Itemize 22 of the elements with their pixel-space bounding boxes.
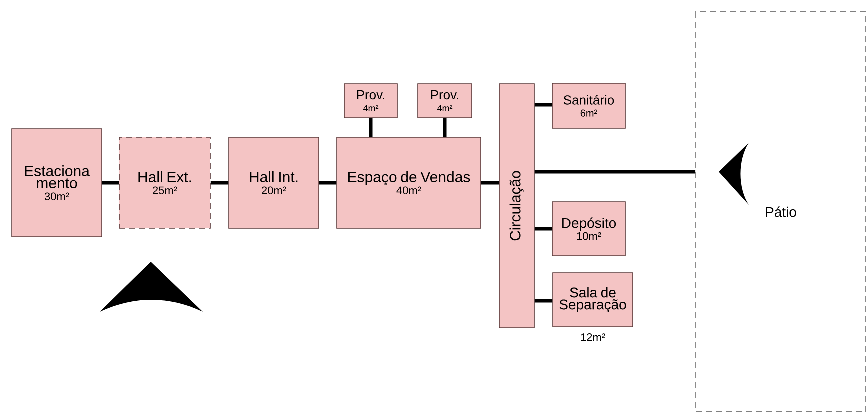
- connector-line: [481, 181, 500, 185]
- room-box: Estaciona mento 30m²: [12, 128, 102, 238]
- room-box: Hall Ext. 25m²: [119, 137, 211, 229]
- connector-line: [534, 299, 553, 303]
- connector-line: [319, 181, 337, 185]
- room-box: Sala de Separação: [552, 272, 634, 328]
- connector-line: [534, 103, 552, 107]
- corridor-band: Circulação: [499, 84, 535, 328]
- area-label: 12m²: [581, 334, 606, 342]
- room-box: Espaço de Vendas 40m²: [336, 137, 482, 229]
- room-box: Prov. 4m²: [344, 84, 398, 118]
- connector-line: [102, 181, 120, 185]
- connector-line: [443, 118, 447, 138]
- connector-line: [534, 227, 552, 231]
- room-box: Depósito 10m²: [552, 202, 626, 256]
- room-box: Prov. 4m²: [418, 84, 472, 118]
- connector-line: [369, 118, 373, 138]
- room-box: Sanitário 6m²: [552, 83, 626, 129]
- room-box: Hall Int. 20m²: [228, 137, 320, 229]
- yard-area: Pátio: [696, 12, 866, 412]
- connector-line: [534, 170, 696, 174]
- connector-line: [210, 181, 229, 185]
